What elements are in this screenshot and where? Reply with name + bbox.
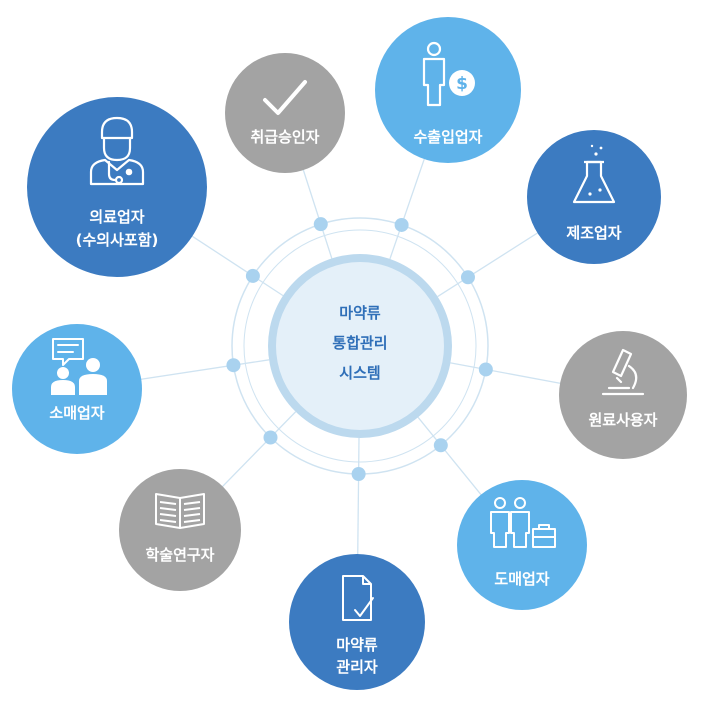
node-medical-line-2: (수의사포함) — [76, 231, 159, 249]
node-wholesaler[interactable]: 도매업자 — [457, 480, 587, 610]
center-line-2: 통합관리 — [332, 334, 387, 352]
node-retailer-circle — [12, 324, 142, 454]
node-handling-approver-circle — [225, 53, 345, 173]
connector-dot-manufacturer — [460, 270, 475, 285]
node-researcher-circle — [119, 469, 241, 591]
node-manager-line-1: 마약류 — [336, 636, 378, 654]
center-node: 마약류 통합관리 시스템 — [268, 254, 452, 438]
connector-dots — [226, 217, 493, 481]
center-circle — [276, 262, 444, 430]
node-manufacturer-circle — [527, 130, 661, 264]
node-manager-circle — [289, 554, 425, 690]
person-dollar-icon: $ — [422, 41, 475, 107]
people-briefcase-icon — [490, 497, 556, 548]
conversation-icon — [51, 338, 107, 395]
node-manufacturer[interactable]: 제조업자 — [527, 130, 661, 264]
node-manager[interactable]: 마약류 관리자 — [289, 554, 425, 690]
node-wholesaler-circle — [457, 480, 587, 610]
connector-dot-wholesaler — [433, 438, 448, 453]
connector-dot-manager — [351, 466, 366, 481]
node-researcher[interactable]: 학술연구자 — [119, 469, 241, 591]
node-retailer-line-1: 소매업자 — [49, 404, 104, 422]
document-check-icon — [342, 575, 374, 621]
doctor-icon — [89, 116, 145, 186]
inner-ring — [243, 229, 477, 463]
node-handling-approver-line-1: 취급승인자 — [250, 128, 319, 146]
connector-dot-raw-material-user — [478, 362, 493, 377]
book-icon — [155, 493, 205, 529]
node-wholesaler-line-1: 도매업자 — [494, 570, 549, 588]
connector-dot-medical — [245, 268, 260, 283]
connector-dot-handling-approver — [313, 217, 328, 232]
node-researcher-line-1: 학술연구자 — [145, 546, 214, 564]
node-import-export-circle — [375, 17, 521, 163]
microscope-icon — [601, 348, 645, 396]
node-retailer[interactable]: 소매업자 — [12, 324, 142, 454]
checkmark-icon — [263, 80, 307, 115]
node-import-export-line-1: 수출입업자 — [413, 128, 482, 146]
node-medical[interactable]: 의료업자 (수의사포함) — [27, 97, 207, 277]
svg-text:$: $ — [456, 74, 468, 94]
connector-dot-researcher — [263, 430, 278, 445]
node-medical-line-1: 의료업자 — [89, 208, 144, 226]
center-line-1: 마약류 — [339, 304, 381, 322]
center-line-3: 시스템 — [339, 364, 380, 382]
node-handling-approver[interactable]: 취급승인자 — [225, 53, 345, 173]
connector-dot-retailer — [226, 358, 241, 373]
flask-icon — [572, 144, 616, 204]
node-medical-circle — [27, 97, 207, 277]
node-import-export[interactable]: $ 수출입업자 — [375, 17, 521, 163]
nodes: 의료업자 (수의사포함) 취급승인자 $ 수출입 — [12, 17, 687, 690]
connector-dot-import-export — [394, 217, 409, 232]
node-manufacturer-line-1: 제조업자 — [566, 224, 621, 242]
node-raw-material-user-line-1: 원료사용자 — [588, 411, 657, 429]
node-raw-material-user[interactable]: 원료사용자 — [559, 331, 687, 459]
node-manager-line-2: 관리자 — [336, 658, 378, 676]
